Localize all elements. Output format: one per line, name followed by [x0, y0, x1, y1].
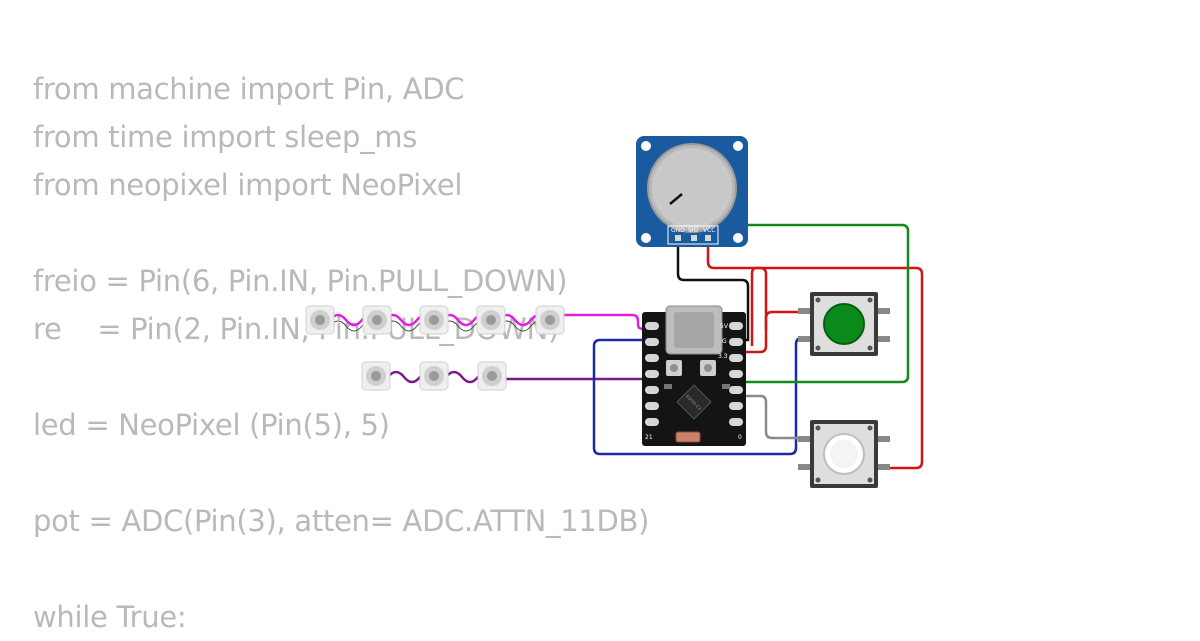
board-pins-right [729, 322, 743, 426]
push-button-white[interactable] [798, 420, 890, 488]
esp32-board[interactable]: 5V G 3.3 21 0 ESP32-C3 [642, 305, 746, 446]
neopixel-led[interactable] [362, 305, 392, 335]
board-pin-label: 21 [645, 434, 653, 441]
board-pins-left [645, 322, 659, 426]
neopixel-led[interactable] [361, 361, 391, 391]
code-line: led = NeoPixel (Pin(5), 5) [33, 408, 390, 442]
knob-indicator [669, 193, 683, 205]
wire-red[interactable] [738, 266, 768, 354]
board-led [675, 431, 701, 443]
neopixel-led[interactable] [419, 361, 449, 391]
push-button-green[interactable] [798, 292, 890, 356]
code-line: while True: [33, 600, 187, 634]
pot-pin-label: GND [671, 227, 685, 234]
board-pin-label: 3.3 [718, 353, 728, 360]
code-line: freio = Pin(6, Pin.IN, Pin.PULL_DOWN) [33, 264, 568, 298]
wire-gray[interactable] [738, 394, 812, 440]
wire-magenta[interactable] [560, 313, 652, 331]
button-cap[interactable] [823, 303, 865, 345]
code-line: pot = ADC(Pin(3), atten= ADC.ATTN_11DB) [33, 504, 650, 538]
potentiometer[interactable]: GND SIG VCC [636, 136, 748, 247]
neopixel-strip[interactable] [305, 305, 565, 335]
neopixel-led[interactable] [477, 361, 507, 391]
board-pin-label: G [722, 338, 727, 345]
esp32-chip: ESP32-C3 [676, 384, 712, 420]
pot-pin-label: SIG [688, 227, 699, 234]
wire-blue[interactable] [592, 336, 812, 456]
code-line: from time import sleep_ms [33, 120, 418, 154]
neopixel-led[interactable] [476, 305, 506, 335]
wire-red[interactable] [764, 310, 812, 330]
code-editor[interactable]: from machine import Pin, ADC from time im… [33, 65, 649, 641]
pot-pin-label: VCC [703, 227, 715, 234]
code-line: from neopixel import NeoPixel [33, 168, 463, 202]
wire-black[interactable] [676, 240, 750, 342]
board-pin-label: 0 [738, 434, 742, 441]
wire-red[interactable] [706, 240, 924, 470]
neopixel-led[interactable] [305, 305, 335, 335]
code-line: from machine import Pin, ADC [33, 72, 465, 106]
neopixel-strip[interactable] [361, 361, 507, 391]
neopixel-led[interactable] [419, 305, 449, 335]
code-line: re = Pin(2, Pin.IN, Pin.PULL_DOWN) [33, 312, 559, 346]
board-pin-label: 5V [720, 323, 729, 330]
neopixel-led[interactable] [535, 305, 565, 335]
